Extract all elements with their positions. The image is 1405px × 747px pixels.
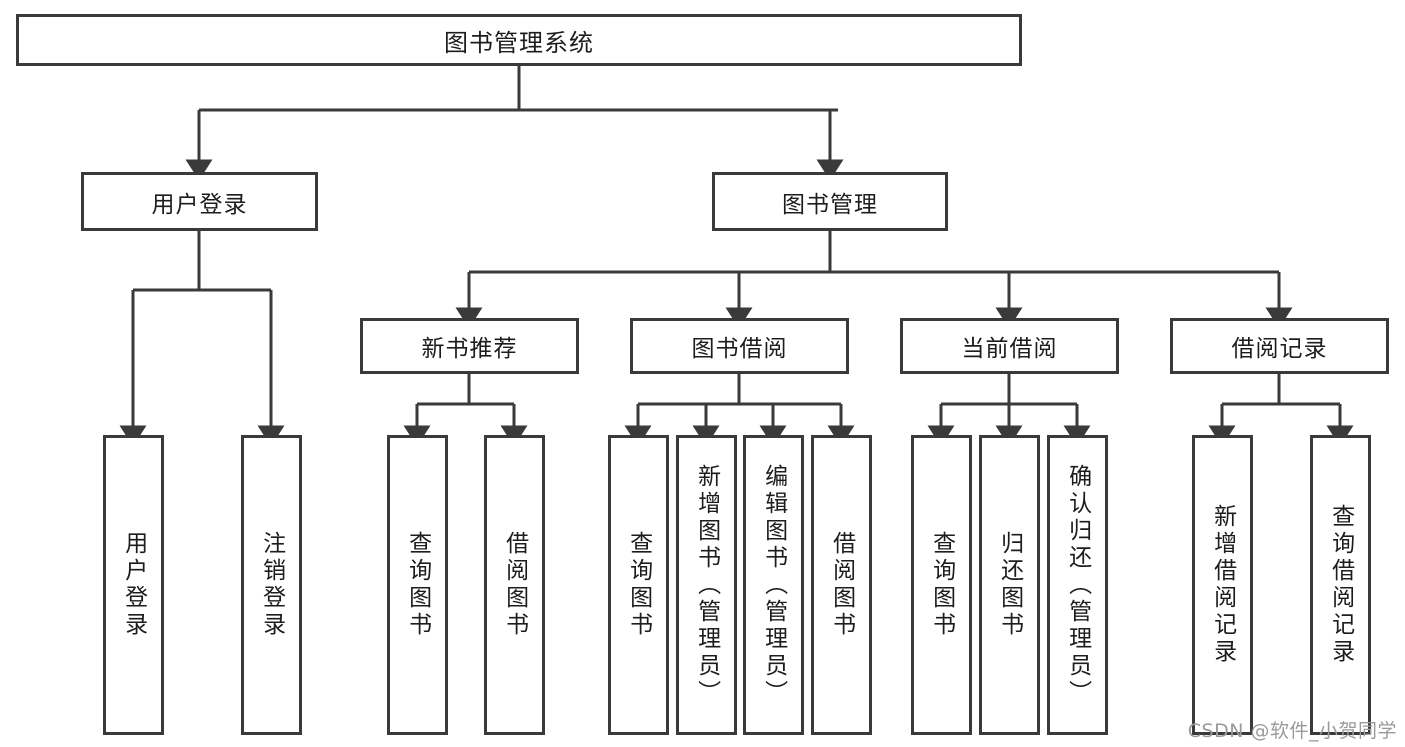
- node-current-borrow[interactable]: 当前借阅: [900, 318, 1119, 374]
- node-label: 用户登录: [120, 531, 147, 639]
- leaf-borrow-record-add-record[interactable]: 新增借阅记录: [1192, 435, 1253, 735]
- node-new-book-recommend[interactable]: 新书推荐: [360, 318, 579, 374]
- node-label: 查询图书: [404, 531, 431, 639]
- leaf-new-book-borrow-book[interactable]: 借阅图书: [484, 435, 545, 735]
- node-root-book-management-system[interactable]: 图书管理系统: [16, 14, 1022, 66]
- node-label: 归还图书: [996, 531, 1023, 639]
- node-label: 编辑图书（管理员）: [760, 463, 787, 707]
- node-label: 查询借阅记录: [1327, 504, 1354, 666]
- node-book-borrow[interactable]: 图书借阅: [630, 318, 849, 374]
- watermark-text: CSDN @软件_小贺同学: [1187, 720, 1397, 742]
- node-label: 查询图书: [928, 531, 955, 639]
- leaf-book-borrow-add-book-admin[interactable]: 新增图书（管理员）: [676, 435, 737, 735]
- node-user-login[interactable]: 用户登录: [81, 172, 318, 231]
- leaf-book-borrow-edit-book-admin[interactable]: 编辑图书（管理员）: [743, 435, 804, 735]
- node-label: 图书管理系统: [444, 28, 594, 57]
- node-label: 新增图书（管理员）: [693, 463, 720, 707]
- node-label: 图书借阅: [691, 336, 788, 362]
- leaf-current-borrow-return-book[interactable]: 归还图书: [979, 435, 1040, 735]
- node-label: 借阅图书: [828, 531, 855, 639]
- leaf-user-login-login[interactable]: 用户登录: [103, 435, 164, 735]
- leaf-current-borrow-query-book[interactable]: 查询图书: [911, 435, 972, 735]
- node-label: 用户登录: [151, 191, 248, 218]
- leaf-book-borrow-borrow-book[interactable]: 借阅图书: [811, 435, 872, 735]
- node-label: 查询图书: [625, 531, 652, 639]
- leaf-user-login-logout[interactable]: 注销登录: [241, 435, 302, 735]
- node-label: 当前借阅: [961, 336, 1058, 362]
- leaf-borrow-record-query-record[interactable]: 查询借阅记录: [1310, 435, 1371, 735]
- node-label: 注销登录: [258, 531, 285, 639]
- node-label: 图书管理: [782, 191, 878, 218]
- node-label: 新增借阅记录: [1209, 504, 1236, 666]
- leaf-new-book-query-book[interactable]: 查询图书: [387, 435, 448, 735]
- node-borrow-record[interactable]: 借阅记录: [1170, 318, 1389, 374]
- leaf-book-borrow-query-book[interactable]: 查询图书: [608, 435, 669, 735]
- node-label: 借阅记录: [1231, 336, 1328, 362]
- node-label: 确认归还（管理员）: [1064, 463, 1091, 707]
- leaf-current-borrow-confirm-return-admin[interactable]: 确认归还（管理员）: [1047, 435, 1108, 735]
- node-book-management[interactable]: 图书管理: [712, 172, 948, 231]
- node-label: 新书推荐: [421, 336, 518, 362]
- node-label: 借阅图书: [501, 531, 528, 639]
